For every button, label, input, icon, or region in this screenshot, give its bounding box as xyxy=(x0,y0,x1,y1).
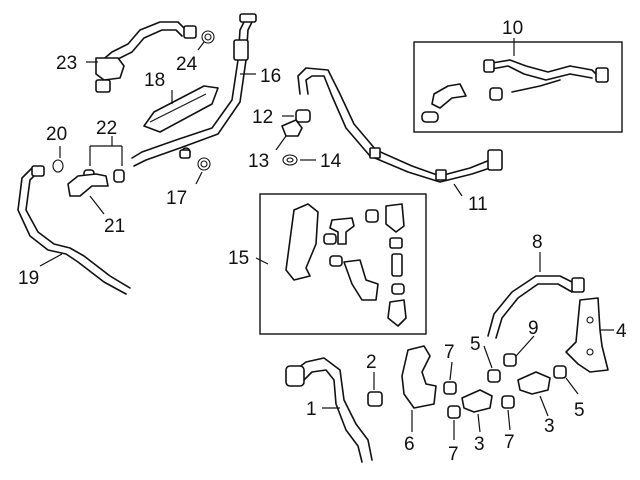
part-10-kit-box xyxy=(413,41,623,133)
callout-labels: 23 24 16 18 12 13 14 17 20 22 21 19 10 1… xyxy=(18,18,627,465)
part-20-oring xyxy=(52,159,64,173)
part-9-cap xyxy=(503,353,517,367)
callout-8: 8 xyxy=(532,232,543,253)
callout-24: 24 xyxy=(176,54,198,75)
part-6-hose xyxy=(401,345,437,409)
part-18-shield xyxy=(143,85,219,133)
callout-20: 20 xyxy=(46,124,67,145)
callout-17: 17 xyxy=(166,188,187,209)
part-13-fitting xyxy=(281,119,303,137)
callout-23: 23 xyxy=(56,53,77,74)
part-14-oring xyxy=(282,154,298,166)
callout-21: 21 xyxy=(104,216,125,237)
part-15-kit-box xyxy=(259,193,427,335)
part-1-hose xyxy=(285,357,373,463)
part-12-cap xyxy=(295,109,311,123)
part-2-cap xyxy=(367,391,383,407)
callout-7c: 7 xyxy=(504,432,515,453)
part-11-pipe xyxy=(297,67,503,183)
part-21-hose xyxy=(67,173,109,197)
callout-1: 1 xyxy=(306,399,317,420)
callout-12: 12 xyxy=(252,107,273,128)
part-5-caps xyxy=(487,365,567,383)
part-8-hose xyxy=(487,275,585,339)
callout-19: 19 xyxy=(18,268,39,289)
callout-14: 14 xyxy=(320,151,342,172)
part-4-bracket xyxy=(565,297,609,373)
callout-3b: 3 xyxy=(544,416,555,437)
part-24-oring xyxy=(201,30,215,44)
callout-11: 11 xyxy=(468,194,488,215)
callout-2: 2 xyxy=(366,352,377,373)
callout-18: 18 xyxy=(144,70,165,91)
callout-7b: 7 xyxy=(448,444,459,465)
part-7-caps xyxy=(443,381,515,419)
callout-5b: 5 xyxy=(574,400,585,421)
callout-16: 16 xyxy=(260,66,281,87)
part-16-pipe xyxy=(131,13,257,167)
callout-5a: 5 xyxy=(470,334,481,355)
callout-4: 4 xyxy=(616,321,627,342)
callout-3a: 3 xyxy=(474,434,485,455)
part-23-pipe xyxy=(95,21,197,93)
callout-7a: 7 xyxy=(444,342,455,363)
part-19-hose xyxy=(17,165,131,295)
callout-15: 15 xyxy=(228,248,249,269)
callout-9: 9 xyxy=(528,318,539,339)
leader-lines xyxy=(39,38,614,440)
callout-22: 22 xyxy=(96,118,117,139)
part-17-oring xyxy=(197,157,211,171)
part-3-fittings xyxy=(461,371,551,413)
callout-6: 6 xyxy=(404,434,415,455)
callout-13: 13 xyxy=(248,151,269,172)
callout-10: 10 xyxy=(502,18,523,39)
